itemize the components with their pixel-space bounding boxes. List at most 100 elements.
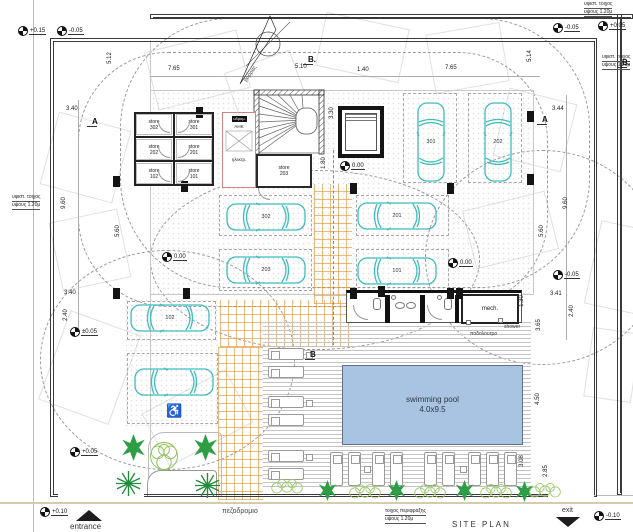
wc-divider [385, 295, 390, 323]
column [113, 288, 120, 299]
dimension-label: 7.65 [445, 65, 457, 71]
toilet [373, 298, 381, 310]
section-marker: B. [303, 55, 316, 65]
dimension-label: 1.40 [357, 67, 369, 73]
store-number: 203 [279, 171, 289, 177]
column [196, 107, 203, 118]
sun-lounger [268, 396, 304, 408]
store-word: store [148, 167, 160, 174]
dimension-label: 5.60 [538, 225, 545, 237]
dim-chain-top [150, 76, 540, 77]
wc-divider [455, 295, 459, 323]
sun-lounger [442, 452, 455, 486]
benchmark-icon [448, 258, 458, 268]
wall-note-top: υφιστ. τοιχος υψους 1.20μ [584, 1, 613, 17]
driveway-floor [124, 298, 220, 426]
ahk-label: ΑΗΚ [234, 124, 244, 129]
elevator-cab [345, 113, 377, 151]
vent [437, 295, 442, 300]
sidewalk-label: πεζοδρομιο [222, 508, 258, 515]
street-line [0, 502, 633, 504]
parking-space-number: 203 [261, 267, 271, 273]
stair-core [253, 89, 325, 155]
wall-note-left: υφιστ. τοιχος υψους 1.20μ [12, 194, 41, 210]
column [183, 288, 190, 299]
bush-row [479, 481, 513, 506]
elevation-marker: ±0.05 [70, 327, 98, 337]
bush-row [413, 481, 447, 506]
dimension-label: 2.40 [62, 309, 69, 321]
benchmark-icon [70, 447, 80, 457]
car-202: 202 [483, 102, 513, 182]
section-marker: A [87, 117, 98, 127]
benchmark-icon [598, 21, 608, 31]
outer-wall-top [150, 14, 633, 19]
sun-lounger [424, 452, 437, 486]
dimension-label: 3.40 [66, 106, 78, 112]
car-101: 101 [357, 256, 437, 286]
dimension-label: 3.08 [518, 455, 525, 467]
entrance-gate-structure [147, 470, 217, 497]
building-setback-line [150, 40, 151, 450]
dimension-label: 5.14 [526, 50, 533, 62]
store-number: 202 [149, 149, 159, 156]
entrance-arrow-icon [76, 510, 102, 521]
footbath-label: ποδολουτρο [470, 331, 498, 337]
sun-lounger [504, 452, 517, 486]
wc-divider [420, 295, 425, 323]
parking-space-number: 301 [426, 139, 436, 145]
parking-bay [127, 301, 216, 340]
tree-star [192, 434, 219, 466]
elevator-shaft [338, 106, 384, 158]
parking-bay [219, 249, 312, 291]
column [456, 288, 463, 299]
store-203-room: store 203 [256, 154, 312, 188]
side-table [306, 400, 313, 407]
store-word: store [278, 165, 290, 171]
site-boundary-wall [50, 38, 597, 497]
sun-lounger [268, 450, 304, 462]
dimension-label: 3.65 [535, 319, 542, 331]
sun-lounger [390, 452, 403, 486]
dim-chain-right [566, 95, 567, 340]
utility-rooms: υδρομ. ΑΗΚ ηλεκτρ. [222, 112, 256, 188]
round-tree [146, 438, 182, 479]
side-table [460, 466, 467, 473]
store-word: store [148, 118, 160, 125]
car-201: 201 [357, 201, 437, 231]
dimension-label: 5.12 [106, 52, 113, 64]
elevation-marker: -0.05 [57, 26, 84, 36]
drawing-title: SITE PLAN [452, 520, 511, 529]
walkway-centerline [333, 150, 334, 345]
garden-bed [148, 432, 222, 496]
dimension-label: 1.80 [320, 157, 327, 169]
store-divider-h1 [134, 136, 214, 138]
side-table [364, 466, 371, 473]
dimension-label: 9.60 [60, 197, 67, 209]
dimension-label: 1.30 [518, 295, 525, 307]
benchmark-icon [594, 511, 604, 521]
exit-opening [548, 489, 594, 501]
store-word: store [148, 143, 160, 150]
palm-shrub [116, 471, 141, 501]
dimension-label: 7.65 [168, 66, 180, 72]
elevation-marker: +0.05 [70, 447, 99, 457]
section-marker: B. [617, 58, 630, 68]
elevation-marker: 0.00 [340, 161, 365, 171]
wall-note-line2: υψους 1.20μ [12, 202, 41, 210]
dimension-label: 9.60 [562, 197, 569, 209]
elevation-marker: -0.05 [553, 270, 580, 280]
entrance-label: entrance [70, 522, 102, 531]
mech-room: mech. [461, 294, 519, 324]
column [181, 181, 188, 192]
column [527, 174, 534, 185]
north-label: βορρας [243, 64, 259, 83]
dimension-label: 3.30 [328, 107, 335, 119]
parking-space-number: 201 [392, 213, 402, 219]
car-301: 301 [416, 102, 446, 182]
elevation-marker: 0.00 [162, 252, 187, 262]
sun-lounger [268, 366, 304, 378]
sun-lounger [486, 452, 499, 486]
